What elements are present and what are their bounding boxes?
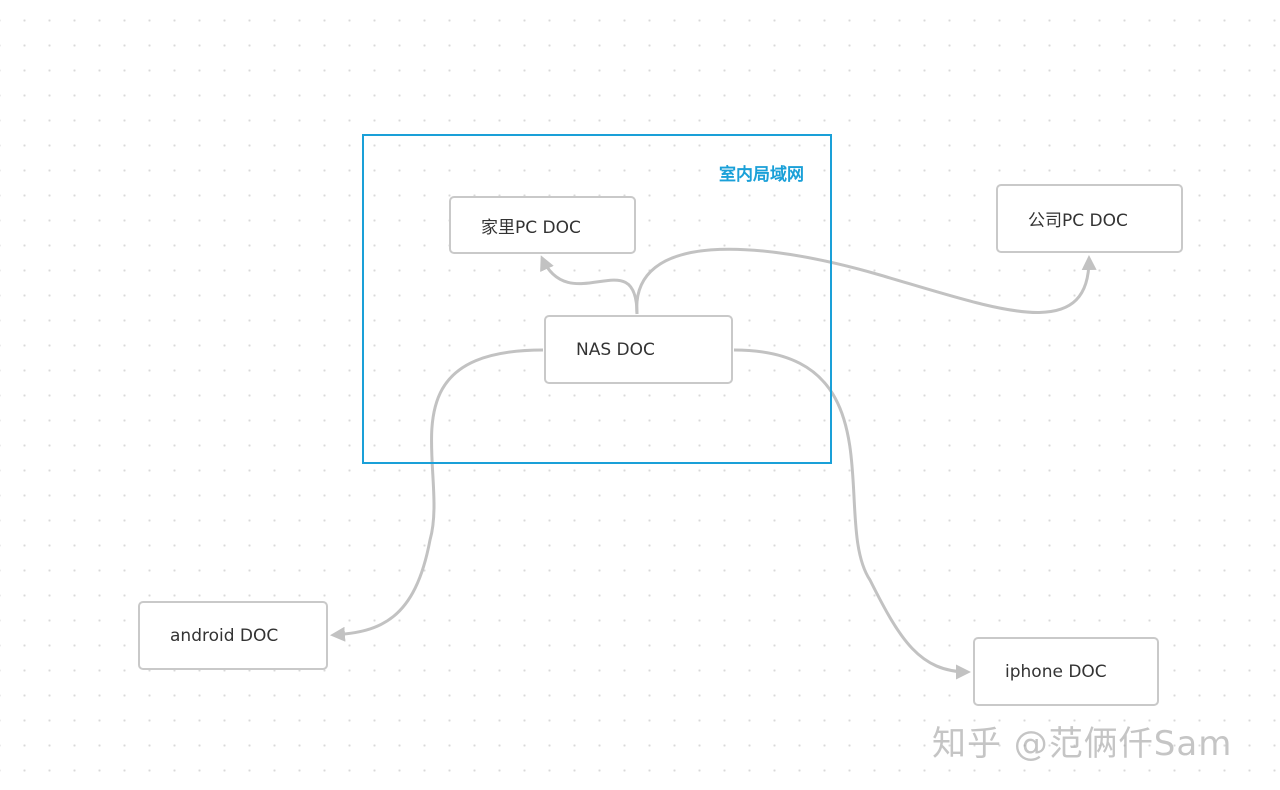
node-android[interactable]: android DOC [138,601,328,670]
lan-group-box: 室内局域网 [362,134,832,464]
node-iphone-label: iphone DOC [1005,661,1107,682]
node-home-pc[interactable]: 家里PC DOC [449,196,636,254]
edge-nas-company [635,247,1097,315]
edge-nas-iphone [733,348,971,680]
node-android-label: android DOC [170,625,279,646]
lan-group-label: 室内局域网 [719,165,804,185]
node-nas[interactable]: NAS DOC [544,315,733,384]
node-iphone[interactable]: iphone DOC [973,637,1159,706]
node-company-pc-label: 公司PC DOC [1028,211,1128,231]
edge-nas-home [540,255,639,315]
node-company-pc[interactable]: 公司PC DOC [996,184,1183,253]
watermark: 知乎 @范俩仟Sam [932,724,1233,764]
node-home-pc-label: 家里PC DOC [481,217,581,238]
edge-nas-android [330,348,544,642]
node-nas-label: NAS DOC [576,339,655,360]
